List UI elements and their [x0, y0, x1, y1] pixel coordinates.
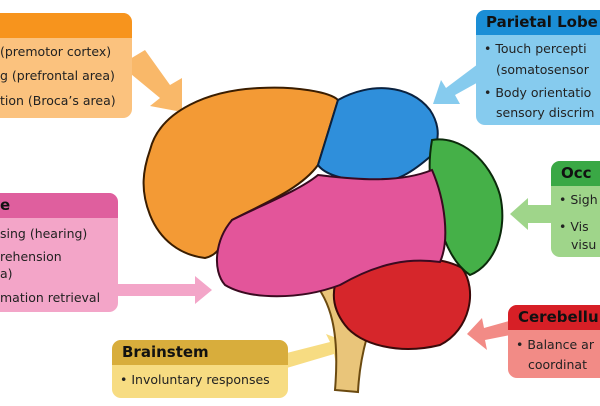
occipital-lobe-box: Occ • Sigh • Vis visu: [551, 161, 600, 257]
parietal-lobe-box: Parietal Lobe • Touch percepti (somatose…: [476, 10, 600, 125]
brainstem-line-1: • Involuntary responses: [120, 372, 270, 387]
brainstem-title: Brainstem: [112, 340, 288, 365]
temporal-line-1: sing (hearing): [0, 226, 88, 241]
parietal-line-1: • Touch percepti: [484, 41, 587, 56]
occipital-line-2: • Vis: [559, 219, 589, 234]
brainstem-arrow: [275, 334, 352, 370]
temporal-lobe-box: e sing (hearing) rehension a) mation ret…: [0, 193, 118, 312]
temporal-line-3: a): [0, 266, 13, 281]
frontal-line-1: (premotor cortex): [0, 44, 112, 59]
frontal-lobe-box: (premotor cortex) g (prefrontal area) ti…: [0, 13, 132, 118]
temporal-lobe-title: e: [0, 193, 118, 218]
frontal-line-3: tion (Broca’s area): [0, 93, 116, 108]
frontal-lobe-title: [0, 13, 132, 38]
occipital-lobe-title: Occ: [551, 161, 600, 186]
cerebellum-box: Cerebellu • Balance ar coordinat: [508, 305, 600, 378]
parietal-lobe-title: Parietal Lobe: [476, 10, 600, 35]
temporal-line-4: mation retrieval: [0, 290, 101, 305]
temporal-arrow: [110, 276, 212, 304]
frontal-arrow: [120, 50, 182, 112]
parietal-line-2: (somatosensor: [496, 62, 589, 77]
occipital-line-1: • Sigh: [559, 192, 598, 207]
brainstem-box: Brainstem • Involuntary responses: [112, 340, 288, 398]
frontal-line-2: g (prefrontal area): [0, 68, 115, 83]
temporal-lobe-shape: [215, 168, 447, 298]
parietal-line-3: • Body orientatio: [484, 85, 592, 100]
cerebellum-line-1: • Balance ar: [516, 337, 594, 352]
parietal-line-4: sensory discrim: [496, 105, 595, 120]
cerebellum-line-2: coordinat: [528, 357, 587, 372]
cerebellum-title: Cerebellu: [508, 305, 600, 330]
occipital-line-3: visu: [571, 237, 597, 252]
temporal-line-2: rehension: [0, 249, 62, 264]
occipital-arrow: [510, 198, 560, 230]
